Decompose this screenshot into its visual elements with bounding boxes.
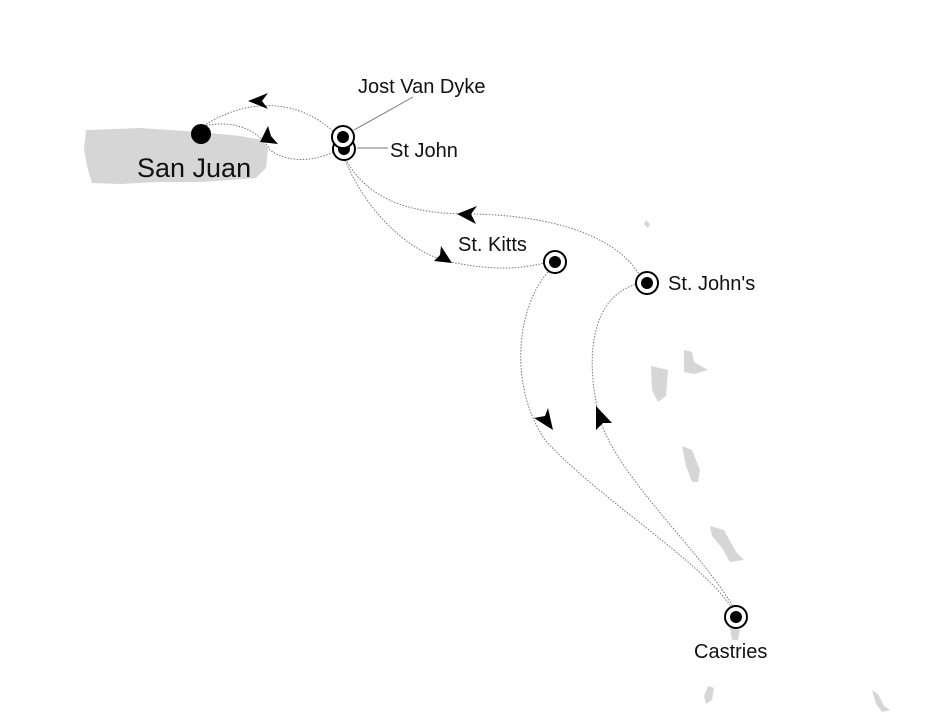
start-end-marker-san-juan[interactable] — [191, 124, 211, 144]
island-1 — [644, 220, 650, 228]
island-dominica — [682, 446, 700, 482]
direction-arrows — [248, 93, 612, 430]
port-markers — [191, 124, 748, 629]
island-martinique — [710, 526, 744, 562]
port-marker-jost-van-dyke[interactable] — [331, 125, 355, 149]
label-jost-van-dyke: Jost Van Dyke — [358, 76, 486, 98]
leader-line-jost-van-dyke — [353, 96, 414, 131]
label-castries: Castries — [694, 641, 768, 663]
route-stkitts-to-castries — [520, 269, 733, 609]
route-stjohn-to-sanjuan — [199, 105, 336, 134]
island-guadeloupe-a — [651, 366, 668, 402]
label-st-johns: St. John's — [668, 273, 756, 295]
island-st-vincent — [704, 686, 714, 704]
label-st-john: St John — [390, 140, 458, 162]
port-marker-st-kitts[interactable] — [543, 250, 567, 274]
label-st-kitts: St. Kitts — [458, 234, 527, 256]
port-marker-castries[interactable] — [724, 605, 748, 629]
route-castries-to-stjohns — [591, 282, 735, 609]
route-stjohns-to-stjohn — [344, 157, 641, 277]
island-guadeloupe-b — [684, 350, 708, 374]
routes — [199, 105, 735, 609]
land-masses — [84, 128, 890, 712]
route-sanjuan-to-jostvandyke — [202, 123, 338, 160]
port-marker-st-johns[interactable] — [635, 271, 659, 295]
puerto-rico-landmass — [84, 128, 268, 184]
arrow-icon — [248, 93, 268, 109]
arrow-icon — [534, 408, 553, 430]
arrow-icon — [434, 246, 452, 263]
island-st-lucia — [730, 628, 740, 640]
label-san-juan: San Juan — [137, 153, 252, 183]
arrow-icon — [457, 206, 477, 224]
island-barbados — [872, 690, 890, 712]
arrow-icon — [596, 406, 612, 430]
arrow-icon — [260, 126, 278, 144]
